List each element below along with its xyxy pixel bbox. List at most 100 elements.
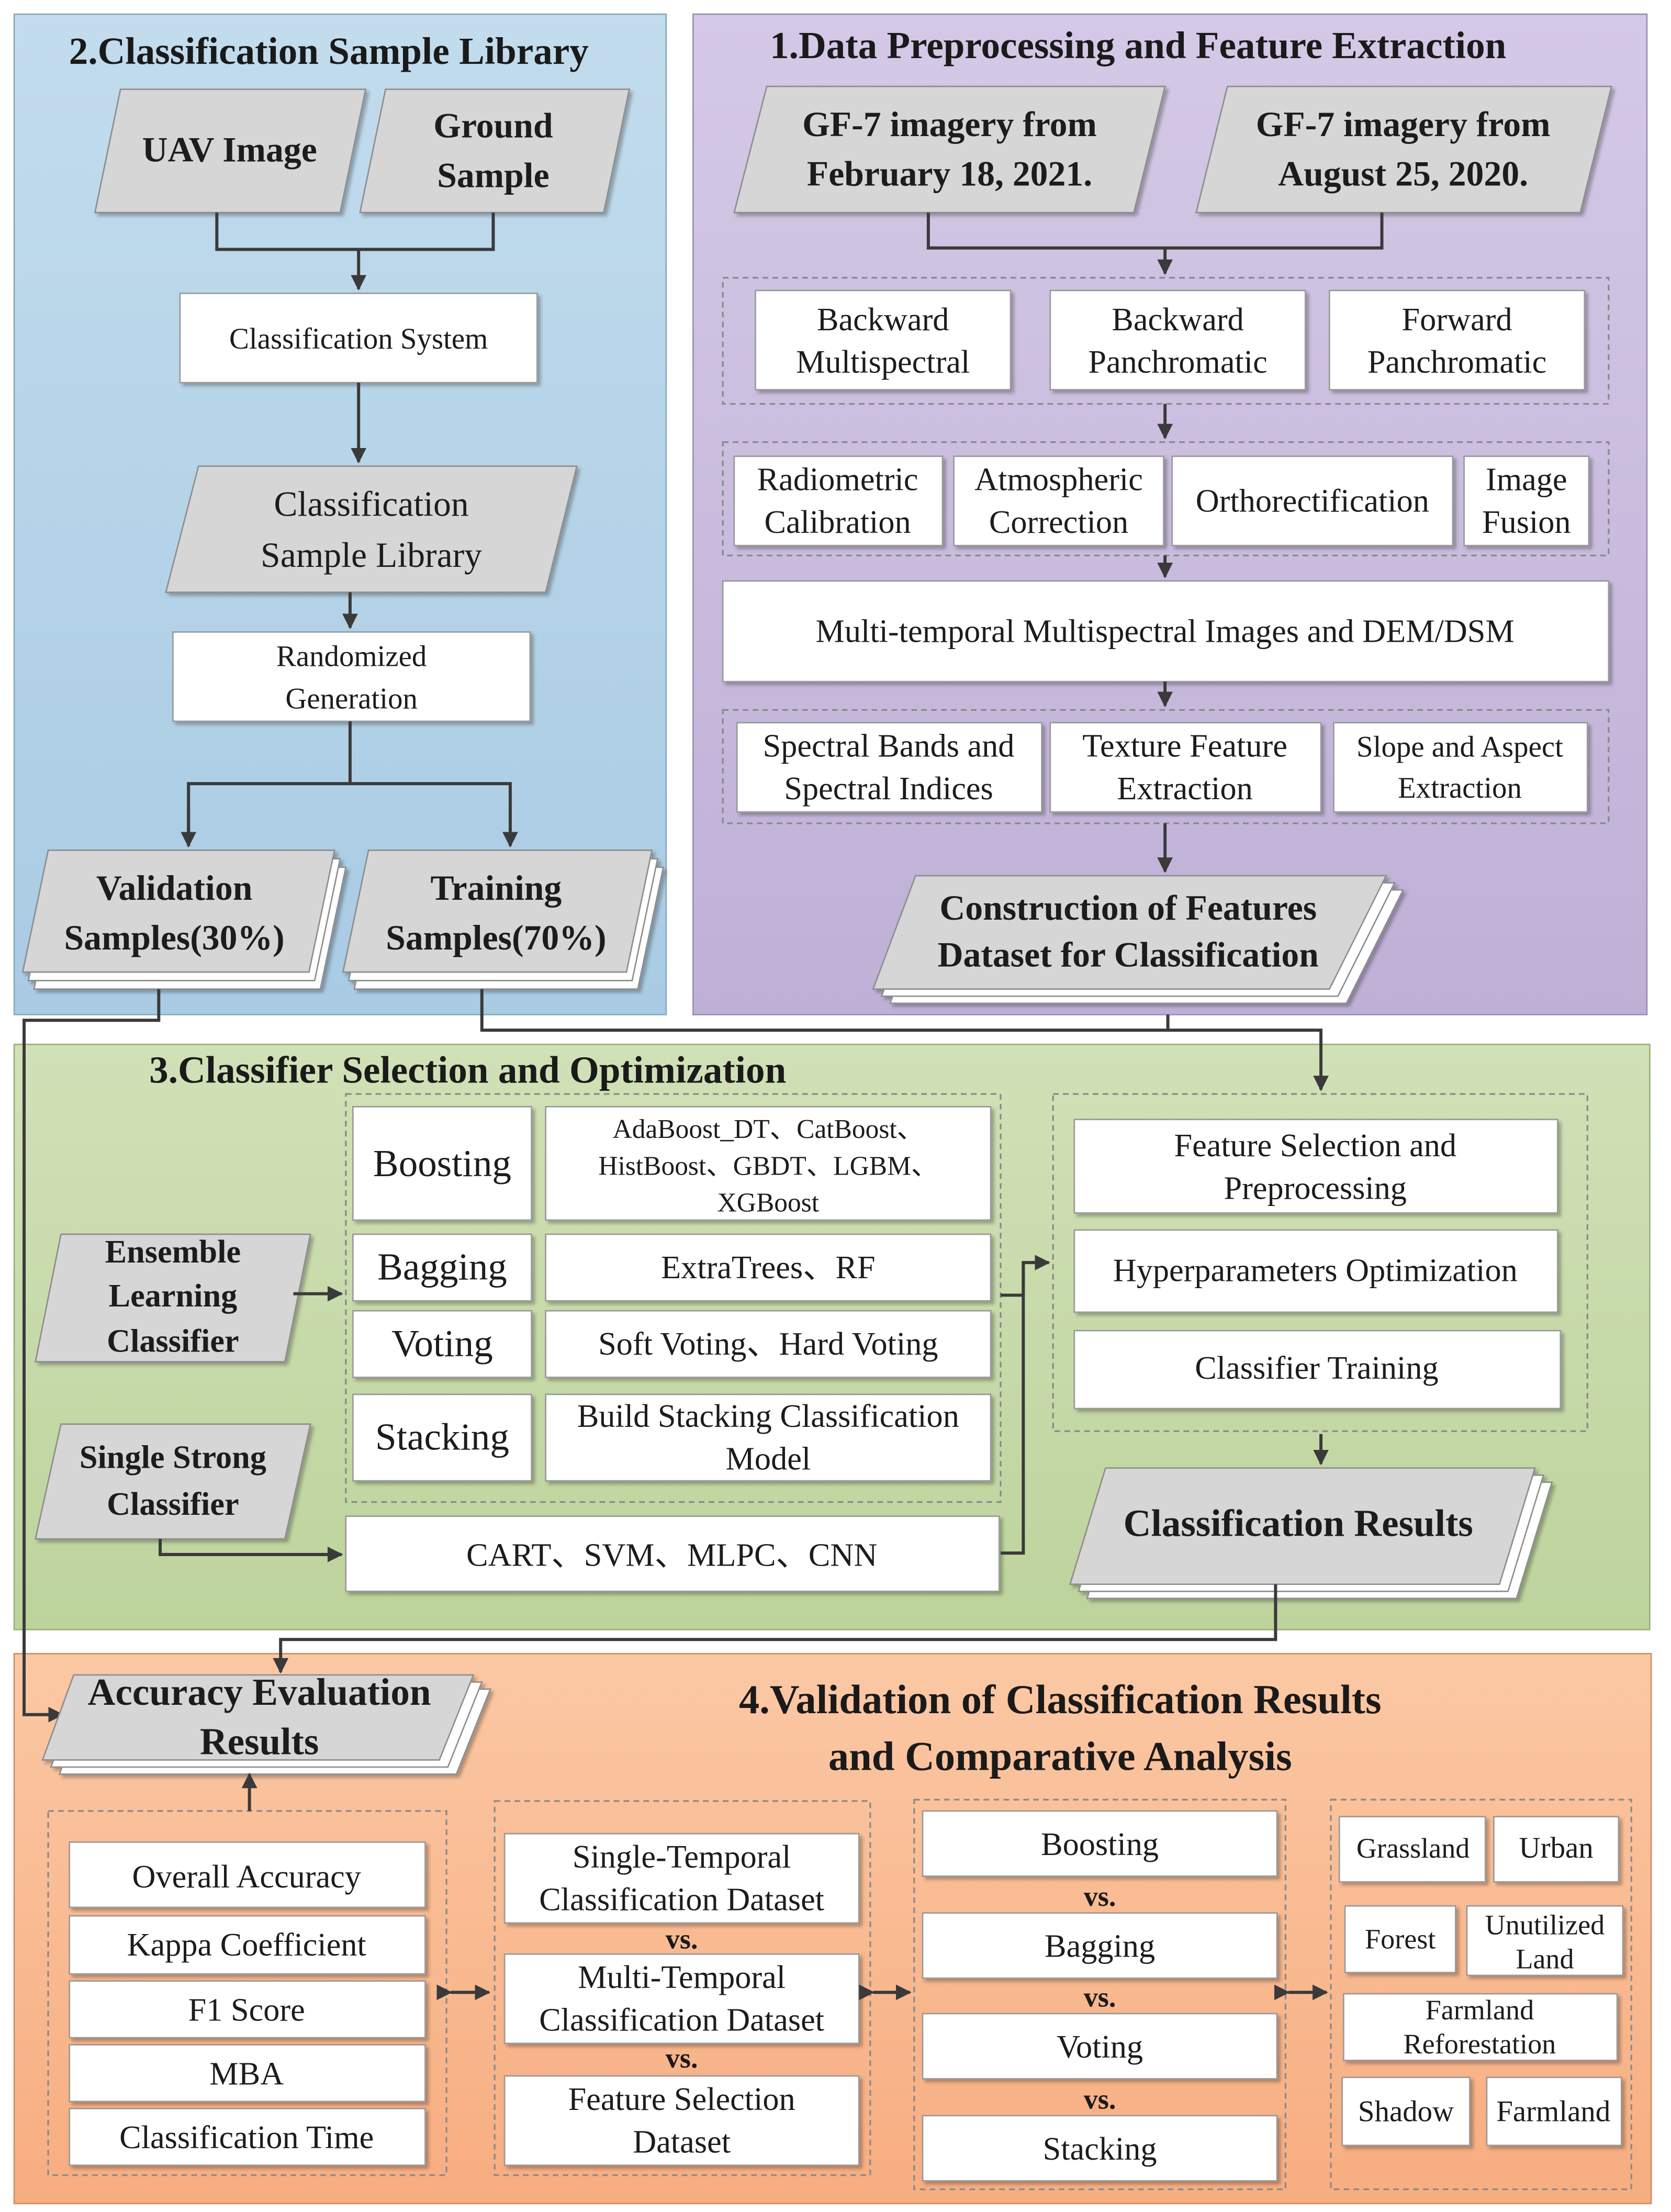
svg-text:Voting: Voting	[391, 1322, 493, 1365]
compare-bagging: Bagging	[922, 1912, 1278, 1979]
svg-text:Ensemble: Ensemble	[105, 1234, 241, 1270]
training-samples-label-1: Training	[430, 868, 562, 908]
svg-text:Feature Selection: Feature Selection	[568, 2082, 795, 2117]
connector-construction-to-optimization	[1166, 1014, 1329, 1091]
compare-stacking: Stacking	[922, 2115, 1278, 2182]
classification-system-node: Classification System	[179, 293, 538, 384]
multi-temporal-label: Multi-temporal Multispectral Images and …	[816, 613, 1515, 649]
compare-boosting: Boosting	[922, 1810, 1278, 1877]
band-backward-multispectral: Backward Multispectral	[755, 289, 1012, 390]
metric-f1: F1 Score	[69, 1980, 426, 2039]
svg-text:Shadow: Shadow	[1358, 2095, 1454, 2128]
svg-text:Backward: Backward	[1112, 302, 1243, 338]
svg-text:Unutilized: Unutilized	[1485, 1909, 1605, 1940]
imagery-aug-label-1: GF-7 imagery from	[1256, 105, 1551, 144]
land-unutilized: Unutilized Land	[1466, 1905, 1624, 1976]
multi-temporal-node: Multi-temporal Multispectral Images and …	[722, 580, 1610, 683]
randomized-generation-label-2: Generation	[285, 683, 418, 716]
randomized-generation-node: Randomized Generation	[172, 631, 531, 722]
accuracy-results-node: Accuracy Evaluation Results	[41, 1671, 492, 1775]
svg-text:Build Stacking Classification: Build Stacking Classification	[577, 1399, 959, 1434]
svg-text:Urban: Urban	[1519, 1831, 1594, 1864]
svg-text:Stacking: Stacking	[1043, 2131, 1157, 2167]
step-radiometric-calibration: Radiometric Calibration	[733, 455, 944, 546]
ground-sample-label-1: Ground	[433, 106, 553, 146]
sample-library-label-2: Sample Library	[261, 535, 482, 575]
training-samples-label-2: Samples(70%)	[386, 918, 606, 957]
sample-library-label-1: Classification	[274, 484, 468, 523]
ground-sample-label-2: Sample	[437, 155, 549, 195]
sample-library-title: 2.Classification Sample Library	[69, 30, 589, 72]
svg-text:Orthorectification: Orthorectification	[1196, 483, 1429, 519]
compare-vs-3: vs.	[1084, 2083, 1116, 2115]
svg-text:Learning: Learning	[109, 1278, 238, 1314]
connector-results-to-accuracy	[273, 1584, 1277, 1674]
svg-text:Correction: Correction	[989, 505, 1128, 540]
uav-image-node: UAV Image	[94, 88, 367, 214]
land-farmland: Farmland	[1486, 2076, 1622, 2147]
compare-vs-2: vs.	[1084, 1981, 1116, 2013]
classifier-title: 3.Classifier Selection and Optimization	[149, 1048, 786, 1091]
svg-text:Spectral Indices: Spectral Indices	[784, 771, 993, 807]
svg-text:Classifier: Classifier	[107, 1487, 239, 1522]
svg-text:Dataset: Dataset	[633, 2124, 731, 2160]
svg-text:Forward: Forward	[1402, 302, 1512, 338]
dataset-vs-2: vs.	[666, 2042, 698, 2074]
imagery-feb-node: GF-7 imagery from February 18, 2021.	[733, 85, 1166, 214]
svg-text:Voting: Voting	[1057, 2029, 1143, 2065]
single-models-label: CART、SVM、MLPC、CNN	[466, 1538, 877, 1573]
opt-feature-selection: Feature Selection and Preprocessing	[1073, 1119, 1558, 1214]
validation-samples-label-1: Validation	[96, 868, 253, 908]
svg-text:Atmospheric: Atmospheric	[974, 462, 1143, 498]
land-grassland: Grassland	[1338, 1816, 1486, 1883]
dataset-feature-selection: Feature Selection Dataset	[503, 2075, 860, 2166]
svg-text:Panchromatic: Panchromatic	[1088, 344, 1267, 380]
preprocessing-title: 1.Data Preprocessing and Feature Extract…	[770, 24, 1506, 66]
feature-texture: Texture Feature Extraction	[1049, 722, 1322, 813]
band-backward-panchromatic: Backward Panchromatic	[1049, 289, 1306, 390]
dataset-single-temporal: Single-Temporal Classification Dataset	[503, 1833, 860, 1924]
metric-kappa: Kappa Coefficient	[69, 1915, 426, 1975]
svg-text:Farmland: Farmland	[1426, 1994, 1534, 2026]
svg-text:Extraction: Extraction	[1398, 772, 1522, 805]
svg-text:F1 Score: F1 Score	[188, 1993, 305, 2028]
svg-text:Model: Model	[726, 1441, 811, 1477]
randomized-generation-label-1: Randomized	[276, 640, 427, 673]
svg-text:HistBoost、GBDT、LGBM、: HistBoost、GBDT、LGBM、	[598, 1151, 938, 1181]
validation-title-1: 4.Validation of Classification Results	[739, 1677, 1382, 1722]
sample-library-node: Classification Sample Library	[165, 465, 578, 593]
accuracy-results-label-2: Results	[200, 1721, 319, 1763]
accuracy-results-label-1: Accuracy Evaluation	[88, 1671, 431, 1713]
step-orthorectification: Orthorectification	[1171, 455, 1454, 546]
opt-hyperparameters: Hyperparameters Optimization	[1073, 1229, 1558, 1313]
training-samples-node: Training Samples(70%)	[342, 849, 665, 990]
svg-text:AdaBoost_DT、CatBoost、: AdaBoost_DT、CatBoost、	[613, 1114, 924, 1144]
connector-models-to-optimization	[1001, 1263, 1025, 1555]
land-forest: Forest	[1344, 1905, 1456, 1973]
classification-results-label: Classification Results	[1124, 1502, 1473, 1545]
classification-results-node: Classification Results	[1069, 1467, 1553, 1600]
imagery-feb-label-1: GF-7 imagery from	[802, 105, 1097, 144]
opt-classifier-training: Classifier Training	[1073, 1330, 1562, 1410]
svg-text:Radiometric: Radiometric	[757, 462, 918, 498]
svg-text:Image: Image	[1486, 462, 1567, 498]
svg-text:Reforestation: Reforestation	[1404, 2028, 1556, 2060]
method-bagging: Bagging ExtraTrees、RF	[352, 1233, 992, 1302]
svg-text:Single-Temporal: Single-Temporal	[573, 1839, 791, 1875]
land-urban: Urban	[1493, 1816, 1620, 1883]
imagery-feb-label-2: February 18, 2021.	[807, 154, 1092, 194]
svg-text:Feature Selection and: Feature Selection and	[1174, 1128, 1456, 1164]
ensemble-classifier-node: Ensemble Learning Classifier	[35, 1233, 311, 1363]
svg-text:Texture Feature: Texture Feature	[1082, 729, 1287, 764]
svg-text:Classifier Training: Classifier Training	[1195, 1350, 1438, 1386]
classification-system-label: Classification System	[229, 322, 488, 355]
svg-text:Extraction: Extraction	[1117, 771, 1252, 807]
compare-voting: Voting	[922, 2013, 1278, 2080]
step-image-fusion: Image Fusion	[1463, 455, 1590, 546]
validation-samples-node: Validation Samples(30%)	[21, 849, 347, 990]
svg-text:Grassland: Grassland	[1356, 1833, 1470, 1864]
connector-imagery-merge	[926, 213, 1384, 273]
svg-text:Preprocessing: Preprocessing	[1224, 1170, 1407, 1206]
validation-samples-label-2: Samples(30%)	[64, 918, 284, 957]
